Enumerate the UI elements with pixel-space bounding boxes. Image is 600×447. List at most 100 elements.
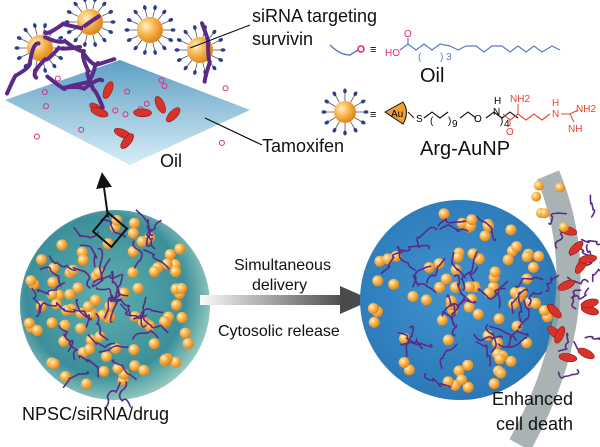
tamoxifen-molecule — [578, 254, 597, 264]
gold-nanoparticle — [505, 224, 517, 236]
ligand-head — [52, 63, 57, 69]
tamoxifen-molecules — [89, 81, 181, 149]
tamoxifen-label: Tamoxifen — [262, 136, 344, 156]
sirna-strand — [497, 336, 528, 348]
ligand-head — [102, 37, 107, 43]
ligand-head — [102, 1, 107, 7]
gold-nanoparticle — [511, 241, 523, 253]
sirna-strand — [589, 194, 596, 218]
sirna-strand — [412, 274, 437, 294]
gold-nanoparticle — [77, 254, 89, 266]
svg-text:4: 4 — [504, 119, 510, 130]
gold-nanoparticle — [64, 288, 76, 300]
ligand-head — [183, 65, 188, 71]
sirna-strand — [585, 244, 593, 267]
ligand-head — [363, 110, 369, 114]
sirna-strand — [441, 297, 465, 317]
sirna-strand — [451, 252, 467, 279]
gold-nanoparticle — [170, 356, 182, 368]
ligand-head — [153, 5, 157, 11]
oil-molecule — [42, 103, 49, 110]
sirna-strand — [548, 212, 567, 226]
ligand-head — [212, 65, 217, 71]
ligand-head — [343, 88, 347, 94]
gold-nanoparticle — [521, 251, 533, 263]
gold-nanoparticle — [127, 266, 139, 278]
sirna-strand — [80, 244, 98, 268]
ligand-head — [32, 23, 37, 29]
gold-nanoparticle — [82, 301, 94, 313]
ligand-head — [353, 127, 358, 133]
gold-nanoparticle — [462, 359, 474, 371]
ligand-head — [332, 127, 337, 133]
sirna-strand — [147, 218, 156, 250]
gold-nanoparticle — [174, 243, 186, 255]
npsc-sphere — [20, 209, 210, 408]
sirna-strand — [416, 226, 438, 249]
survivin-label: survivin — [252, 29, 313, 49]
gold-nanoparticle — [442, 334, 454, 346]
svg-text:S: S — [416, 114, 423, 125]
gold-nanoparticle — [31, 324, 43, 336]
tamoxifen-molecule — [554, 326, 566, 344]
gold-nanoparticle — [505, 355, 517, 367]
svg-text:3: 3 — [446, 52, 452, 63]
sirna-strand — [31, 287, 42, 318]
sirna-strand — [497, 280, 509, 309]
ligand-head — [108, 10, 114, 14]
sirna-strand — [48, 255, 77, 272]
gold-nanoparticle — [176, 312, 188, 324]
gold-nanoparticle — [97, 309, 109, 321]
svg-text:H: H — [494, 96, 501, 107]
gold-nanoparticle — [132, 282, 144, 294]
ligand-head — [170, 28, 176, 32]
gold-nanoparticle — [59, 370, 71, 382]
ligand-head — [14, 46, 20, 50]
sirna-strand — [571, 289, 582, 310]
oil-molecule — [222, 85, 229, 92]
ligand-head — [168, 18, 174, 22]
oil-molecule — [143, 100, 150, 107]
gold-nanoparticle — [179, 327, 191, 339]
oil-molecule — [54, 75, 61, 82]
svg-text:): ) — [500, 116, 503, 127]
sirna-strand — [91, 273, 122, 288]
ligand-head — [23, 27, 28, 33]
ligand-head — [108, 30, 114, 34]
gold-nanoparticle — [23, 317, 35, 329]
sirna-strand — [105, 381, 121, 408]
tamoxifen-molecule — [133, 108, 152, 118]
tamoxifen-molecule — [90, 107, 109, 118]
gold-nanoparticle — [434, 281, 446, 293]
gold-nanoparticle — [489, 266, 501, 278]
sirna-strand — [557, 332, 570, 352]
ligand-head — [324, 99, 330, 104]
sirna-strand — [475, 340, 492, 367]
gold-nanoparticle — [136, 236, 148, 248]
ligand-head — [16, 56, 22, 60]
gold-nanoparticle — [138, 364, 150, 376]
svg-text:N: N — [552, 109, 559, 120]
sirna-strand — [80, 49, 105, 110]
sirna-strand — [423, 372, 452, 388]
sirna-strand — [446, 294, 456, 326]
tamoxifen-molecule — [166, 107, 181, 123]
gold-nanoparticle — [159, 354, 171, 366]
cell-membrane — [509, 170, 581, 447]
gold-nanoparticle — [538, 305, 550, 317]
sirna-strand — [62, 371, 90, 389]
ligand-head — [133, 9, 138, 15]
ligand-head — [343, 130, 347, 136]
gold-nanoparticle — [104, 300, 116, 312]
svg-text:O: O — [506, 127, 514, 138]
ligand-head — [142, 5, 147, 11]
gold-nanoparticle — [453, 365, 465, 377]
gold-nanoparticle — [159, 315, 171, 327]
zoom-arrow — [96, 172, 112, 218]
sirna-strand — [580, 238, 600, 246]
gold-nanoparticle — [101, 351, 113, 363]
gold-nanoparticle — [398, 357, 410, 369]
ligand-head — [162, 9, 167, 15]
oil-molecule — [41, 89, 48, 96]
gold-nanoparticle — [25, 275, 37, 287]
